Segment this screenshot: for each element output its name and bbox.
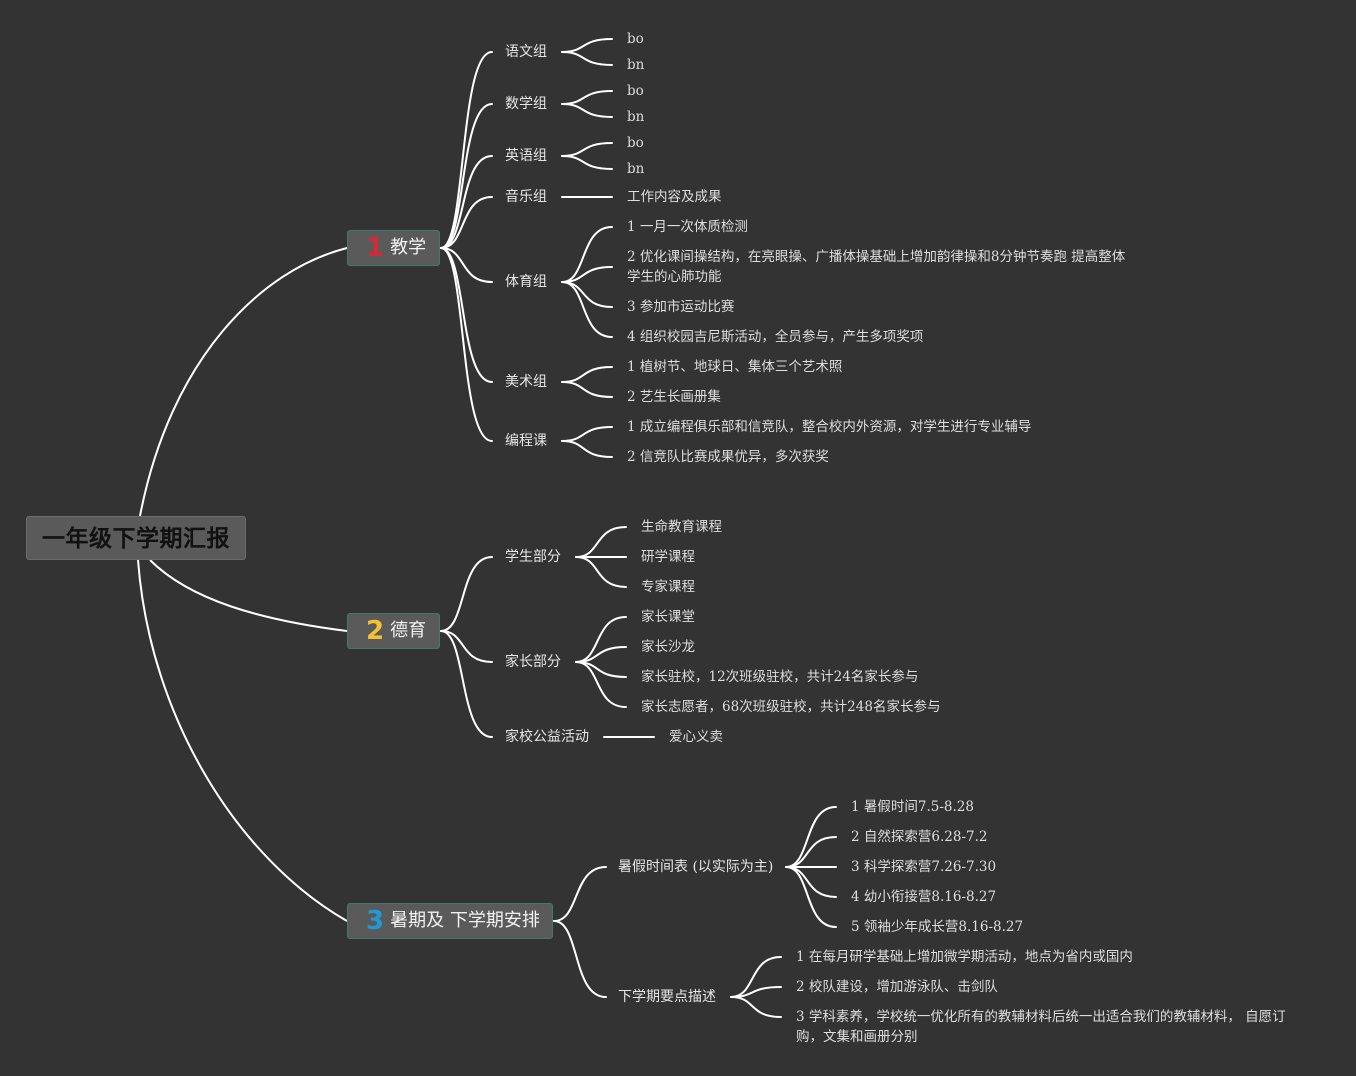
connector-line: [553, 866, 607, 922]
subtopic-pe[interactable]: 体育组: [505, 274, 547, 290]
connector-line: [730, 996, 782, 1018]
connector-line: [137, 559, 348, 922]
leaf-item[interactable]: bn: [627, 109, 645, 125]
connector-line: [440, 155, 493, 249]
subtopic-charity[interactable]: 家校公益活动: [505, 729, 589, 745]
subtopic-music[interactable]: 音乐组: [505, 189, 547, 205]
connector-line: [440, 247, 493, 283]
connector-line: [561, 103, 613, 118]
subtopic-math[interactable]: 数学组: [505, 96, 547, 112]
leaf-item[interactable]: 工作内容及成果: [627, 189, 722, 205]
leaf-item[interactable]: 1 成立编程俱乐部和信竞队，整合校内外资源，对学生进行专业辅导: [627, 419, 1032, 435]
connector-line: [561, 51, 613, 66]
connector-line: [561, 281, 613, 308]
number-badge-1: 1: [366, 233, 385, 263]
leaf-item[interactable]: 2 艺生长画册集: [627, 389, 721, 405]
connector-line: [575, 616, 627, 663]
leaf-item[interactable]: 专家课程: [641, 579, 695, 595]
leaf-item[interactable]: 2 校队建设，增加游泳队、击剑队: [796, 979, 998, 995]
subtopic-art[interactable]: 美术组: [505, 374, 547, 390]
connector-line: [561, 90, 613, 105]
subtopic-students[interactable]: 学生部分: [505, 549, 561, 565]
number-badge-3: 3: [366, 906, 385, 936]
leaf-item[interactable]: bo: [627, 31, 644, 47]
connector-line: [440, 247, 493, 442]
leaf-item[interactable]: 2 自然探索营6.28-7.2: [851, 829, 988, 845]
connector-line: [561, 381, 613, 398]
leaf-item[interactable]: 3 科学探索营7.26-7.30: [851, 859, 997, 875]
connector-line: [561, 226, 613, 283]
leaf-item[interactable]: 家长志愿者，68次班级驻校，共计248名家长参与: [641, 699, 941, 715]
connector-line: [561, 366, 613, 383]
leaf-item[interactable]: 4 幼小衔接营8.16-8.27: [851, 889, 997, 905]
connector-line: [561, 38, 613, 53]
leaf-item[interactable]: 2 优化课间操结构，在亮眼操、广播体操基础上增加韵律操和8分钟节奏跑 提高整体学…: [627, 249, 1126, 285]
leaf-item[interactable]: 2 信竞队比赛成果优异，多次获奖: [627, 449, 829, 465]
connector-line: [440, 556, 493, 632]
connector-line: [139, 247, 348, 517]
connector-line: [440, 103, 493, 249]
leaf-item[interactable]: bo: [627, 135, 644, 151]
connector-line: [440, 630, 493, 663]
connector-line: [561, 426, 613, 442]
leaf-item[interactable]: bo: [627, 83, 644, 99]
leaf-item[interactable]: 家长课堂: [641, 609, 695, 625]
subtopic-english[interactable]: 英语组: [505, 148, 547, 164]
leaf-item[interactable]: 生命教育课程: [641, 519, 722, 535]
connector-line: [575, 661, 627, 708]
main-topic-label: 暑期及 下学期安排: [390, 910, 540, 931]
connector-line: [561, 142, 613, 157]
leaf-item[interactable]: 3 学科素养，学校统一优化所有的教辅材料后统一出适合我们的教辅材料， 自愿订购，…: [796, 1009, 1286, 1045]
subtopic-summer-schedule[interactable]: 暑假时间表 (以实际为主): [618, 859, 774, 875]
leaf-item[interactable]: 3 参加市运动比赛: [627, 299, 735, 315]
connector-line: [575, 556, 627, 588]
leaf-item[interactable]: 家长沙龙: [641, 639, 695, 655]
subtopic-chinese[interactable]: 语文组: [505, 44, 547, 60]
subtopic-parents[interactable]: 家长部分: [505, 654, 561, 670]
connector-line: [561, 155, 613, 170]
leaf-item[interactable]: 1 一月一次体质检测: [627, 219, 748, 235]
subtopic-programming[interactable]: 编程课: [505, 433, 547, 449]
connector-line: [785, 836, 837, 868]
leaf-item[interactable]: 5 领袖少年成长营8.16-8.27: [851, 919, 1024, 935]
connector-line: [440, 51, 493, 249]
connector-line: [785, 806, 837, 868]
number-badge-2: 2: [366, 616, 385, 646]
connector-line: [575, 526, 627, 558]
connector-line: [785, 866, 837, 898]
leaf-item[interactable]: bn: [627, 161, 645, 177]
root-topic[interactable]: 一年级下学期汇报: [26, 516, 246, 560]
subtopic-next-term[interactable]: 下学期要点描述: [618, 989, 716, 1005]
connector-line: [440, 630, 493, 738]
connector-line: [553, 920, 607, 998]
leaf-item[interactable]: 研学课程: [641, 549, 695, 565]
leaf-item[interactable]: 4 组织校园吉尼斯活动，全员参与，产生多项奖项: [627, 329, 924, 345]
connector-line: [785, 866, 837, 928]
connector-line: [561, 281, 613, 338]
main-topic-label: 德育: [390, 620, 427, 641]
leaf-item[interactable]: 家长驻校，12次班级驻校，共计24名家长参与: [641, 669, 919, 685]
leaf-item[interactable]: 爱心义卖: [669, 729, 723, 745]
leaf-item[interactable]: 1 植树节、地球日、集体三个艺术照: [627, 359, 843, 375]
connector-line: [561, 440, 613, 458]
main-topic-label: 教学: [390, 237, 427, 258]
leaf-item[interactable]: 1 暑假时间7.5-8.28: [851, 799, 974, 815]
connector-line: [149, 559, 348, 632]
connector-line: [440, 196, 493, 249]
leaf-item[interactable]: bn: [627, 57, 645, 73]
leaf-item[interactable]: 1 在每月研学基础上增加微学期活动，地点为省内或国内: [796, 949, 1133, 965]
